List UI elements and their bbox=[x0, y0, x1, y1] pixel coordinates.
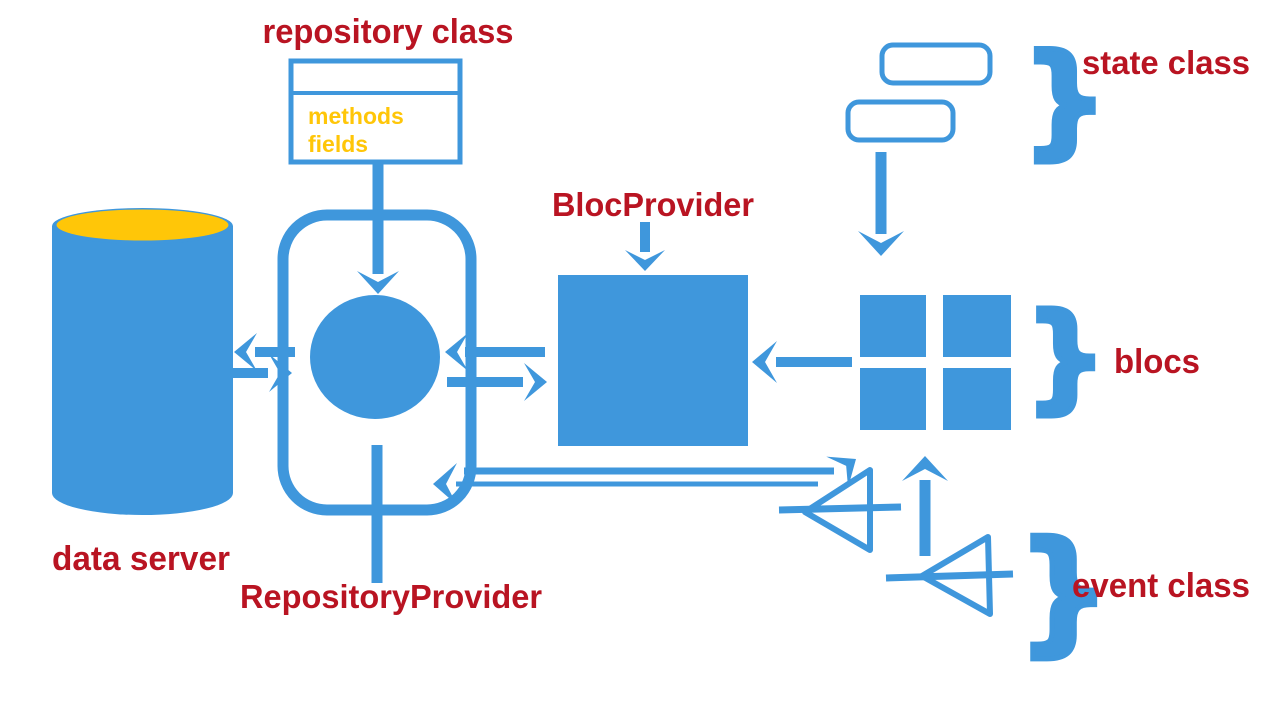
arrowhead-upright-icon bbox=[826, 456, 856, 488]
event-triangle-icon bbox=[885, 534, 1014, 617]
arrow-events-to-provider bbox=[433, 463, 818, 505]
state-class-node: } state class bbox=[845, 27, 1250, 175]
bloc-provider-label: BlocProvider bbox=[552, 186, 754, 223]
bloc-square bbox=[943, 295, 1011, 357]
repository-class-label: repository class bbox=[263, 13, 514, 51]
arrowhead-left-icon bbox=[752, 341, 777, 383]
arrowhead-down-icon bbox=[357, 271, 399, 294]
blocs-node: } blocs bbox=[860, 286, 1200, 430]
event-class-node: } event class bbox=[433, 456, 1250, 672]
arrowhead-down-icon bbox=[625, 250, 665, 271]
state-box-1 bbox=[879, 42, 993, 86]
arrowhead-right-icon bbox=[524, 363, 547, 401]
repository-provider-label: RepositoryProvider bbox=[240, 578, 542, 615]
arrowhead-left-icon bbox=[234, 333, 257, 371]
state-class-label: state class bbox=[1082, 44, 1250, 81]
data-server-label: data server bbox=[52, 540, 230, 578]
arrowhead-down-icon bbox=[858, 231, 904, 256]
database-cylinder bbox=[52, 226, 233, 515]
arrow-blocs-to-blocprovider bbox=[752, 341, 852, 383]
bloc-provider-square bbox=[558, 275, 748, 446]
arrowhead-left-icon bbox=[433, 463, 457, 505]
event-class-label: event class bbox=[1072, 567, 1250, 605]
repository-circle bbox=[310, 295, 440, 419]
arrowhead-right-icon bbox=[269, 354, 292, 392]
event-class-brace: } bbox=[1016, 513, 1111, 669]
arrow-events-to-blocs bbox=[902, 456, 948, 556]
event-triangle-icon bbox=[778, 467, 902, 553]
repository-provider-node: RepositoryProvider bbox=[240, 209, 542, 615]
arrowhead-up-icon bbox=[902, 456, 948, 481]
blocs-label: blocs bbox=[1114, 343, 1200, 381]
arrow-provider-to-server bbox=[234, 333, 295, 371]
data-server-node: data server bbox=[52, 208, 233, 578]
arrowhead-left-icon bbox=[445, 333, 468, 371]
repository-class-box bbox=[288, 58, 463, 165]
bloc-square bbox=[860, 295, 926, 357]
arrow-server-to-provider bbox=[233, 354, 292, 392]
blocs-brace: } bbox=[1024, 288, 1107, 425]
state-class-brace: } bbox=[1021, 29, 1109, 172]
arrow-repository-to-provider bbox=[357, 163, 399, 294]
bloc-square bbox=[860, 368, 926, 430]
repository-class-node: repository class methods fields bbox=[263, 13, 514, 165]
bloc-provider-node: BlocProvider bbox=[552, 186, 754, 446]
repository-methods-label: methods bbox=[308, 103, 404, 129]
arrow-provider-to-events bbox=[464, 456, 856, 488]
state-box-2 bbox=[845, 99, 956, 143]
cylinder-top-face bbox=[56, 209, 229, 241]
arrow-provider-to-bloc bbox=[447, 363, 547, 401]
arrow-state-to-blocs bbox=[858, 152, 904, 256]
arrow-bloc-to-provider bbox=[445, 333, 545, 371]
bloc-square bbox=[943, 368, 1011, 430]
repository-fields-label: fields bbox=[308, 131, 368, 157]
